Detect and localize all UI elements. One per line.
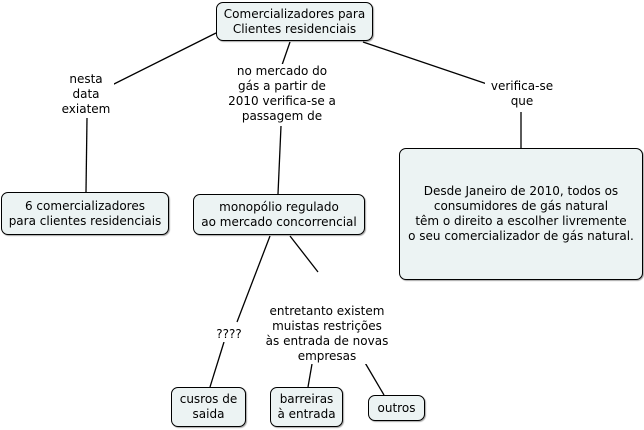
entry-barriers-node: barreiras à entrada [270,387,343,427]
monopoly-transition-node: monopólio regulado ao mercado concorrenc… [193,194,365,235]
link-label-market: no mercado do gás a partir de 2010 verif… [218,64,346,124]
link-label-restrictions: entretanto existem muistas restrições às… [264,304,390,364]
retailers-count-node: 6 comercializadores para clientes reside… [1,192,169,235]
consumer-choice-node: Desde Janeiro de 2010, todos os consumid… [399,148,643,280]
others-node: outros [368,395,425,421]
root-concept: Comercializadores para Clientes residenc… [216,2,373,41]
exit-costs-node: cusros de saida [171,387,246,427]
link-label-verify: verifica-se que [485,79,559,109]
link-label-question: ???? [211,327,247,342]
link-label-date: nesta data exiatem [58,72,114,117]
